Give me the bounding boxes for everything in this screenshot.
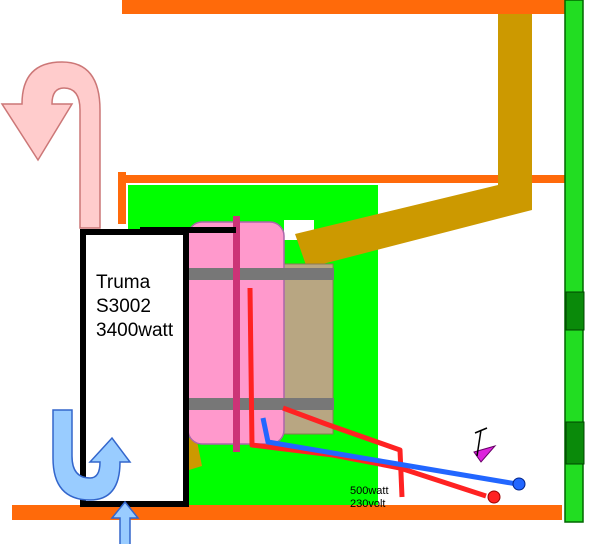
element-label-line: 500watt bbox=[350, 485, 389, 497]
heater-label-line: 3400watt bbox=[96, 320, 174, 341]
chimney-flue bbox=[295, 14, 532, 268]
wire-live-terminal bbox=[487, 490, 501, 504]
top-shelf bbox=[122, 0, 572, 14]
element-label: 500watt 230volt bbox=[350, 485, 392, 510]
wire-neutral-terminal bbox=[512, 477, 526, 491]
wall-hinge-upper bbox=[565, 291, 585, 331]
middle-shelf bbox=[120, 175, 572, 183]
heater-label-line: Truma bbox=[96, 272, 151, 293]
middle-shelf-post bbox=[118, 172, 126, 224]
heater-label: Truma S3002 3400watt bbox=[96, 272, 174, 341]
hot-air-outlet-arrow-icon bbox=[0, 61, 101, 229]
intake-arrow-icon bbox=[110, 500, 140, 544]
floor bbox=[12, 505, 562, 520]
side-wall bbox=[564, 0, 584, 523]
clamp-upper bbox=[186, 268, 334, 280]
mounting-rod bbox=[233, 216, 240, 452]
clamp-lower bbox=[186, 398, 334, 410]
cold-air-return-arrow-icon bbox=[52, 409, 132, 501]
heater-label-line: S3002 bbox=[96, 296, 151, 317]
element-label-line: 230volt bbox=[350, 498, 385, 510]
wire-neutral bbox=[260, 417, 518, 487]
wall-hinge-lower bbox=[565, 421, 585, 465]
wire-live-branch bbox=[282, 405, 405, 498]
thermostat-icon bbox=[473, 427, 497, 463]
